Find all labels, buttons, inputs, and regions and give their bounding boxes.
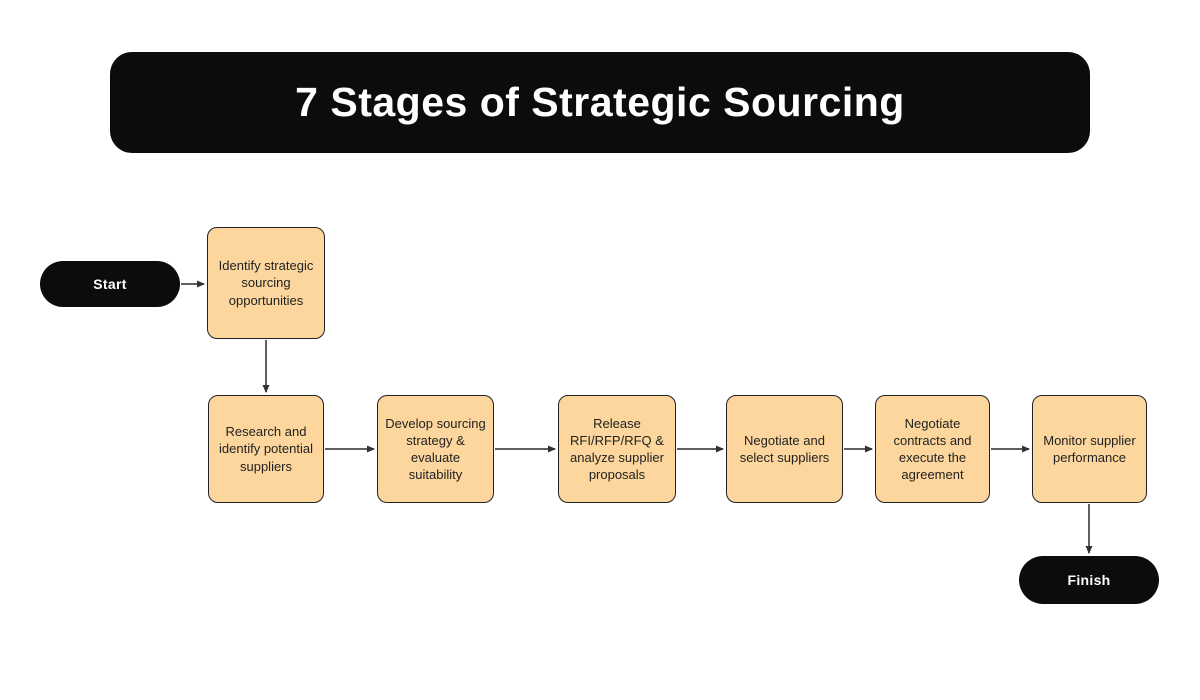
stage-label: Identify strategic sourcing opportunitie… xyxy=(218,258,314,308)
title-banner: 7 Stages of Strategic Sourcing xyxy=(110,52,1090,153)
finish-node-label: Finish xyxy=(1067,572,1111,588)
stage-node-4: Release RFI/RFP/RFQ & analyze supplier p… xyxy=(558,395,676,503)
stage-node-6: Negotiate contracts and execute the agre… xyxy=(875,395,990,503)
stage-node-3: Develop sourcing strategy & evaluate sui… xyxy=(377,395,494,503)
finish-node: Finish xyxy=(1019,556,1159,604)
stage-label: Research and identify potential supplier… xyxy=(219,424,313,474)
stage-node-7: Monitor supplier performance xyxy=(1032,395,1147,503)
stage-label: Develop sourcing strategy & evaluate sui… xyxy=(385,415,486,483)
stage-node-2: Research and identify potential supplier… xyxy=(208,395,324,503)
stage-node-5: Negotiate and select suppliers xyxy=(726,395,843,503)
start-node-label: Start xyxy=(93,276,127,292)
start-node: Start xyxy=(40,261,180,307)
stage-label: Negotiate contracts and execute the agre… xyxy=(893,415,972,483)
stage-label: Negotiate and select suppliers xyxy=(739,432,830,465)
stage-label: Monitor supplier performance xyxy=(1043,432,1136,465)
page-title: 7 Stages of Strategic Sourcing xyxy=(295,79,905,125)
stage-node-1: Identify strategic sourcing opportunitie… xyxy=(207,227,325,339)
stage-label: Release RFI/RFP/RFQ & analyze supplier p… xyxy=(570,415,664,483)
